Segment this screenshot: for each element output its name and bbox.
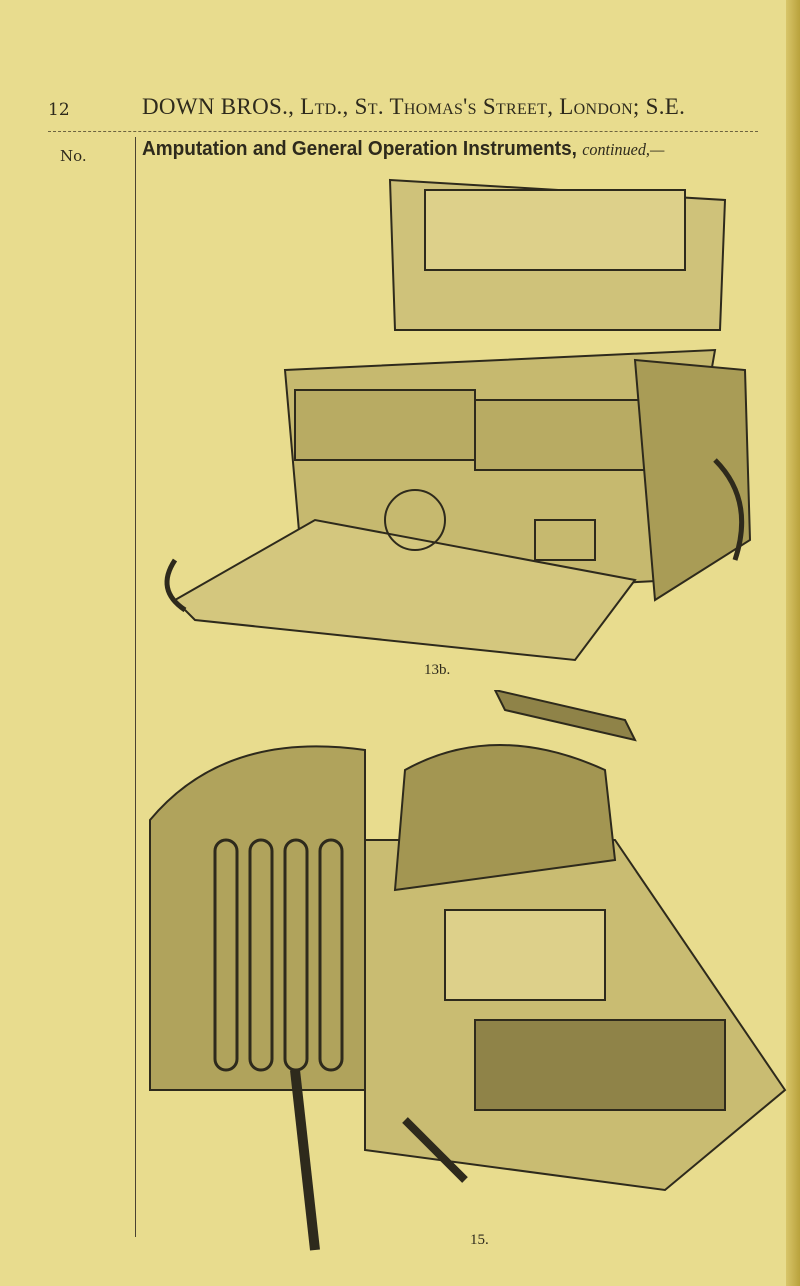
- running-title-main: DOWN BROS.,: [142, 94, 301, 119]
- section-heading: Amputation and General Operation Instrum…: [142, 138, 664, 161]
- column-rule: [135, 137, 136, 1237]
- instrument-case-illustration: [164, 178, 752, 662]
- page-number: 12: [48, 100, 70, 120]
- leather-bag-illustration: [149, 690, 787, 1251]
- continued-label: continued,—: [582, 140, 665, 159]
- number-column-label: No.: [60, 147, 87, 165]
- section-title: Amputation and General Operation Instrum…: [142, 138, 577, 160]
- running-title-rest: Ltd., St. Thomas's Street, London; S.E.: [300, 94, 686, 119]
- page-edge: [786, 0, 800, 1286]
- running-title: DOWN BROS., Ltd., St. Thomas's Street, L…: [142, 94, 685, 120]
- figure-caption: 13b.: [424, 662, 451, 678]
- footer-page-number: 15.: [470, 1232, 489, 1248]
- header-rule: [48, 131, 758, 132]
